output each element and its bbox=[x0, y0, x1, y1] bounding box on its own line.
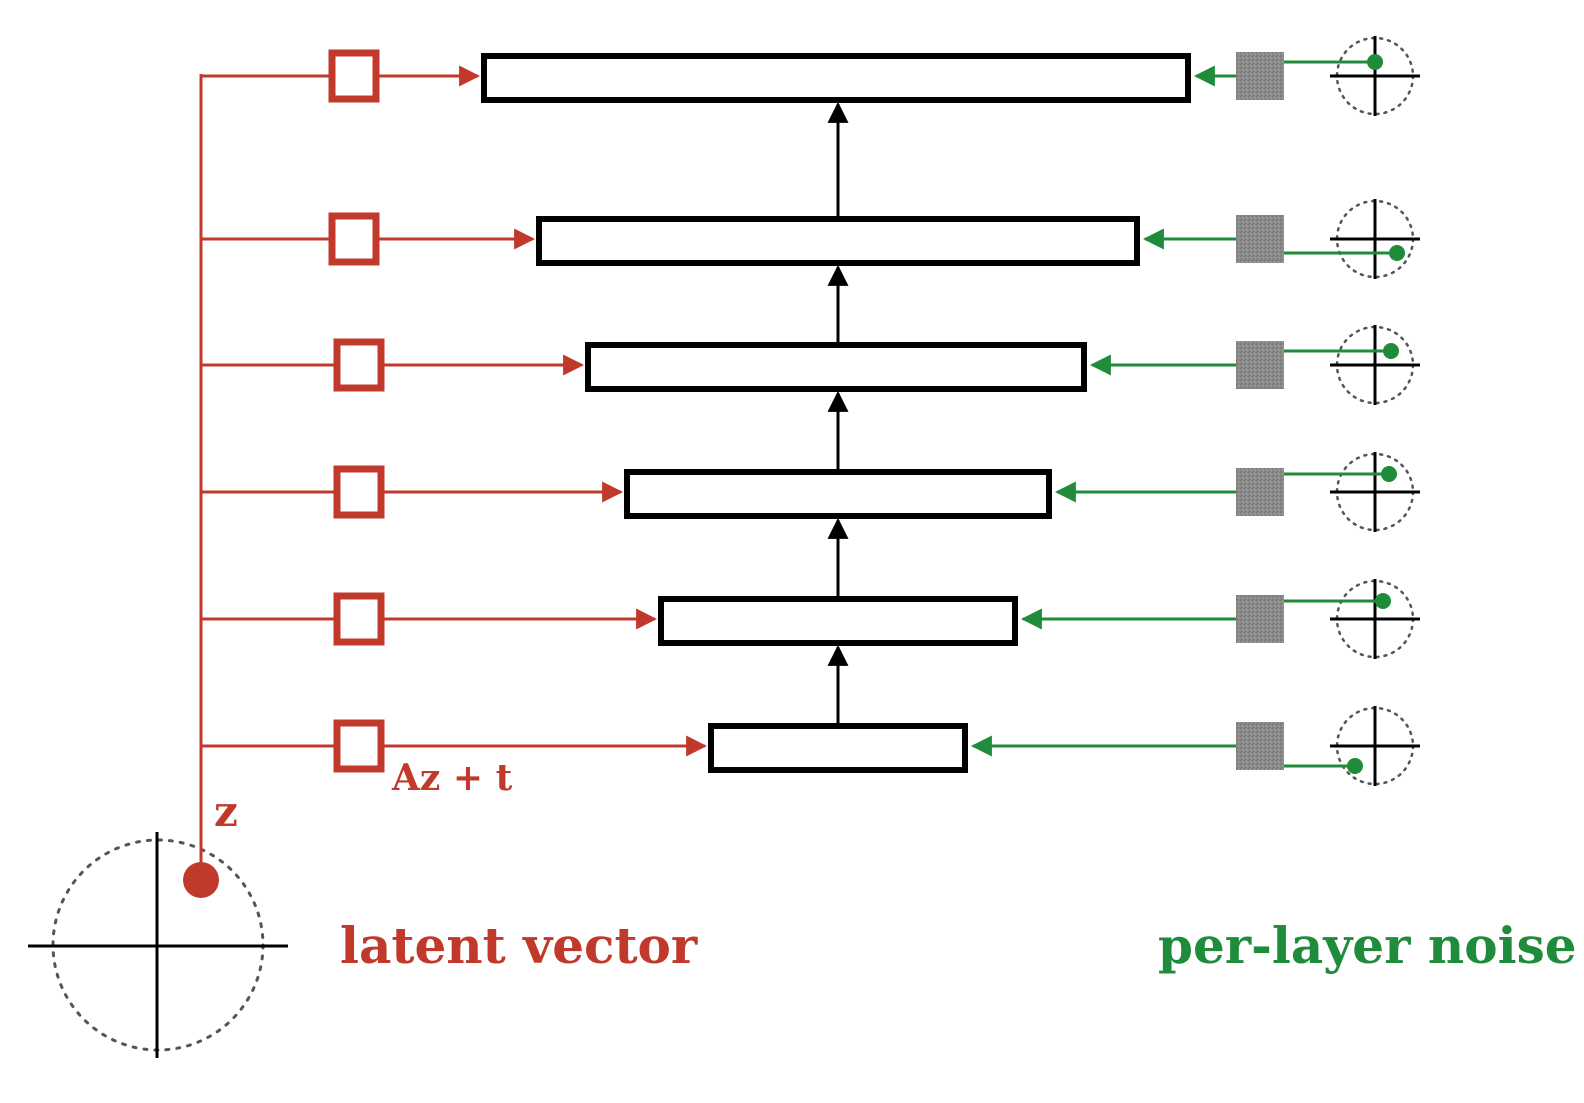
generator-layer-3 bbox=[585, 342, 1087, 392]
affine-transform-box-icon bbox=[333, 592, 385, 646]
noise-sample-point bbox=[1389, 245, 1405, 261]
noise-sample-point bbox=[1381, 466, 1397, 482]
z-label: z bbox=[214, 787, 238, 836]
generator-layer-6 bbox=[708, 723, 968, 773]
generator-layer-2 bbox=[536, 216, 1140, 266]
affine-transform-box-icon bbox=[328, 212, 380, 266]
generator-layer-5 bbox=[658, 596, 1018, 646]
noise-patch-icon bbox=[1236, 595, 1284, 643]
affine-transform-label: Az + t bbox=[391, 757, 513, 799]
latent-point-z bbox=[183, 862, 219, 898]
affine-transform-box-icon bbox=[328, 49, 380, 103]
noise-sample-point bbox=[1375, 593, 1391, 609]
latent-space-plot-icon bbox=[28, 832, 288, 1058]
noise-patch-icon bbox=[1236, 341, 1284, 389]
noise-patch-icon bbox=[1236, 722, 1284, 770]
generator-layer-4 bbox=[624, 469, 1052, 519]
affine-transform-box-icon bbox=[333, 719, 385, 773]
layer-rows bbox=[201, 36, 1420, 786]
affine-transform-box-icon bbox=[333, 465, 385, 519]
latent-vector-label: latent vector bbox=[340, 916, 698, 975]
generator-layer-1 bbox=[481, 53, 1191, 103]
noise-patch-icon bbox=[1236, 52, 1284, 100]
noise-sample-point bbox=[1367, 54, 1383, 70]
noise-patch-icon bbox=[1236, 468, 1284, 516]
noise-sample-point bbox=[1383, 343, 1399, 359]
noise-sample-point bbox=[1347, 758, 1363, 774]
affine-transform-box-icon bbox=[333, 338, 385, 392]
per-layer-noise-label: per-layer noise bbox=[1158, 916, 1577, 975]
noise-patch-icon bbox=[1236, 215, 1284, 263]
